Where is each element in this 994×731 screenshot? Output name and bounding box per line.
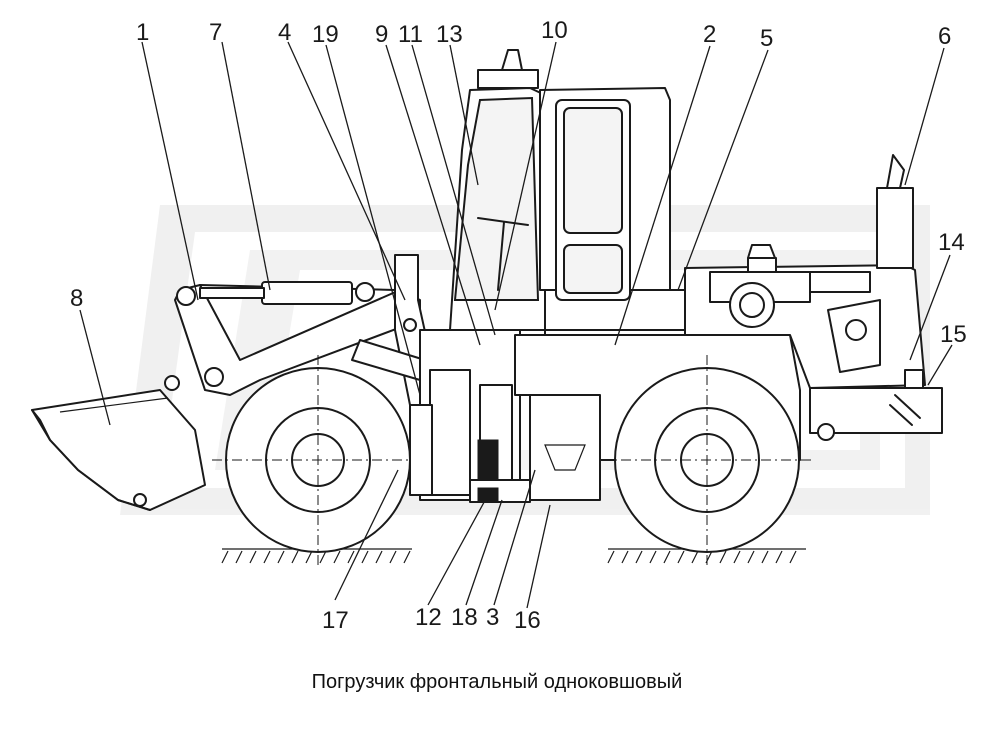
leader-12 [427,494,489,606]
callout-4: 4 [278,19,291,46]
ground-hatch-stroke [775,550,783,564]
ground-hatch-stroke [607,550,615,564]
callout-6: 6 [938,23,951,50]
leader-9 [385,44,481,346]
ground-hatch-stroke [263,550,271,564]
leader-lines [79,41,953,609]
ground-hatch-stroke [691,550,699,564]
callout-19: 19 [312,21,339,48]
leader-13 [449,44,479,186]
ground-hatch-stroke [347,550,355,564]
figure-caption: Погрузчик фронтальный одноковшовый [311,671,683,693]
callout-16: 16 [514,607,541,634]
callout-10: 10 [541,17,568,44]
ground-hatch-stroke [747,550,755,564]
callout-2: 2 [703,21,716,48]
leader-4 [287,41,406,301]
ground-hatch-stroke [277,550,285,564]
bucket [31,375,206,511]
ground-hatch-stroke [389,550,397,564]
boom-cylinder [199,281,375,305]
callout-17: 17 [322,607,349,634]
front-axle-hub [409,404,433,496]
air-cleaner [747,244,777,273]
leader-19 [325,44,421,396]
callout-11: 11 [398,21,423,48]
callout-5: 5 [760,25,773,52]
leader-7 [221,41,271,291]
ground-hatch-stroke [403,550,411,564]
ground-hatch-stroke [677,550,685,564]
leader-10 [494,41,557,311]
ground-hatch-stroke [319,550,327,564]
ground-hatch-stroke [789,550,797,564]
ground-hatch-stroke [221,550,229,564]
leader-3 [493,469,536,606]
front-wheel [212,355,424,565]
front-frame [419,329,531,503]
callout-18: 18 [451,604,478,631]
leader-11 [411,44,496,336]
leader-5 [677,49,769,291]
ground-hatch-stroke [635,550,643,564]
ground-hatch-stroke [249,550,257,564]
leader-6 [904,47,945,186]
leader-1 [141,41,199,301]
ground-hatch-stroke [291,550,299,564]
ground-hatch-stroke [719,550,727,564]
ground-hatch-stroke [375,550,383,564]
leader-18 [465,499,503,606]
ground-hatch-stroke [663,550,671,564]
leader-14 [909,254,951,361]
ground-hatch-stroke [649,550,657,564]
ground-hatch-stroke [235,550,243,564]
ground-hatch-stroke [361,550,369,564]
callout-13: 13 [436,21,463,48]
callout-12: 12 [415,604,442,631]
cab [449,49,686,336]
leader-2 [614,45,711,346]
rear-wheel [601,355,813,565]
callout-7: 7 [209,19,222,46]
callout-8: 8 [70,285,83,312]
callout-9: 9 [375,21,388,48]
leader-15 [927,344,953,386]
callout-labels: 1 7 4 19 9 11 13 10 2 5 6 14 15 8 17 12 … [70,17,967,634]
leader-16 [526,504,551,609]
ground-hatch-stroke [761,550,769,564]
callout-1: 1 [136,19,149,46]
ground-hatch-stroke [621,550,629,564]
exhaust-stack [876,154,914,269]
ground-hatch-stroke [333,550,341,564]
ground-hatch-stroke [305,550,313,564]
leader-17 [334,469,399,601]
ground-hatching [221,548,806,564]
callout-3: 3 [486,604,499,631]
ground-hatch-stroke [733,550,741,564]
callout-14: 14 [938,229,965,256]
callout-15: 15 [940,321,967,348]
leader-8 [79,309,111,426]
